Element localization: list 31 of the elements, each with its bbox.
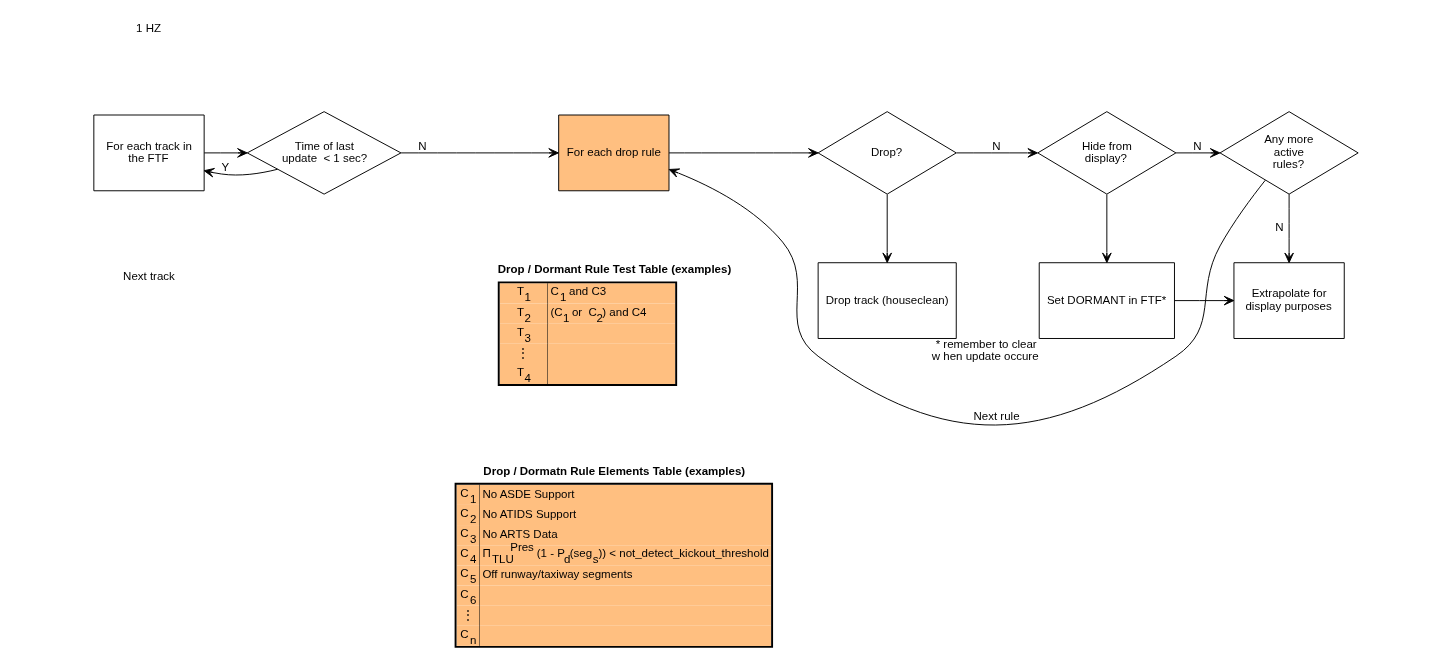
node-box: For each drop rule: [558, 114, 670, 192]
node-box: Set DORMANT in FTF*: [1038, 262, 1175, 339]
edge-label: N: [418, 139, 427, 152]
node-box: Drop track (houseclean): [817, 262, 957, 339]
node-box: For each track in the FTF: [93, 114, 205, 192]
arrow: [955, 148, 1038, 158]
node-diamond: Hide from display?: [1037, 111, 1177, 195]
node-label: Drop / Dormant Rule Test Table (examples): [497, 263, 732, 276]
arrow: [1174, 295, 1235, 306]
node-label: * remember to clear w hen update occure: [931, 337, 1039, 363]
node-diamond: Drop?: [817, 111, 957, 195]
node-diamond: Any more active rules?: [1219, 111, 1359, 195]
label: 1 HZ: [136, 22, 161, 35]
label: Next track: [123, 269, 175, 282]
arrow: [668, 148, 819, 158]
edge-label: Y: [221, 160, 230, 173]
arrow: [668, 168, 1266, 426]
edge-label: N: [992, 139, 1001, 152]
edge-label: Next rule: [973, 410, 1020, 423]
node-box: Extrapolate for display purposes: [1233, 262, 1345, 339]
arrow: [1284, 193, 1294, 264]
arrow: [882, 193, 892, 263]
arrow: [1175, 148, 1221, 158]
node-diamond: Time of last update < 1 sec?: [246, 111, 402, 195]
arrow: [400, 148, 559, 158]
arrow: [203, 148, 248, 158]
node-label: Drop / Dormatn Rule Elements Table (examples): [483, 464, 746, 477]
arrow: [203, 167, 278, 178]
edge-label: N: [1193, 139, 1202, 152]
arrow: [1102, 193, 1112, 263]
edge-label: N: [1275, 221, 1284, 234]
